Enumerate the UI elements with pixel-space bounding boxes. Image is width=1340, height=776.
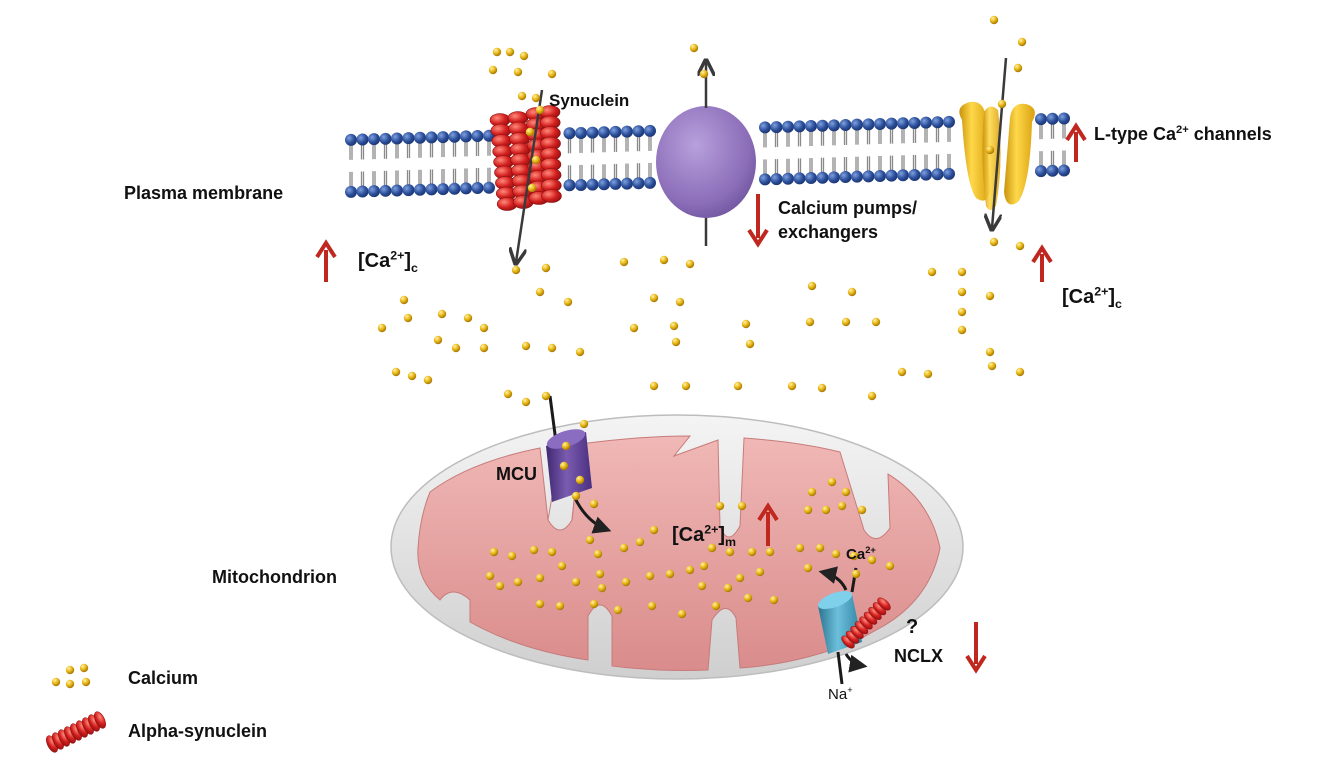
plasma-membrane-label: Plasma membrane — [124, 183, 284, 203]
calcium-ions — [377, 15, 1027, 619]
calcium-pumps-label: Calcium pumps/ — [778, 198, 918, 218]
synuclein-label: Synuclein — [549, 91, 630, 110]
alpha-synuclein-helix-nclx — [841, 597, 891, 649]
ca-c-left-label: [Ca2+]c — [358, 248, 418, 275]
down-arrow-calcium-pumps — [747, 194, 769, 248]
mitochondrion — [390, 414, 964, 680]
ca-ion-label: Ca2+ — [846, 545, 876, 563]
up-arrow-ca-c-left — [315, 239, 337, 282]
alpha-synuclein-legend-icon — [46, 711, 106, 753]
mitochondrion-label: Mitochondrion — [212, 567, 337, 587]
mcu-label: MCU — [496, 464, 537, 484]
nclx-label: NCLX — [894, 646, 943, 666]
calcium-legend-icon — [51, 663, 91, 689]
up-arrow-ca-c-right — [1031, 244, 1053, 282]
exchangers-label: exchangers — [778, 222, 879, 242]
na-ion-label: Na+ — [828, 685, 853, 703]
l-type-calcium-channel — [959, 101, 1035, 210]
up-arrow-l-type — [1065, 122, 1087, 162]
influx-arrow-synuclein — [516, 89, 544, 262]
legend-calcium-label: Calcium — [128, 668, 199, 688]
lipid-bilayer — [345, 112, 1070, 198]
legend-alpha-synuclein-label: Alpha-synuclein — [128, 721, 268, 741]
down-arrow-nclx — [965, 622, 987, 674]
calcium-pump — [656, 62, 756, 246]
question-mark-label: ? — [906, 616, 919, 638]
ca-m-label: [Ca2+]m — [672, 522, 737, 549]
synuclein-pore — [489, 105, 562, 211]
ca-c-right-label: [Ca2+]c — [1062, 284, 1122, 311]
mcu-channel — [546, 395, 612, 534]
influx-arrow-l-type — [992, 57, 1008, 228]
up-arrow-ca-m — [757, 502, 779, 546]
l-type-channels-label: L-type Ca2+ channels — [1094, 124, 1272, 144]
